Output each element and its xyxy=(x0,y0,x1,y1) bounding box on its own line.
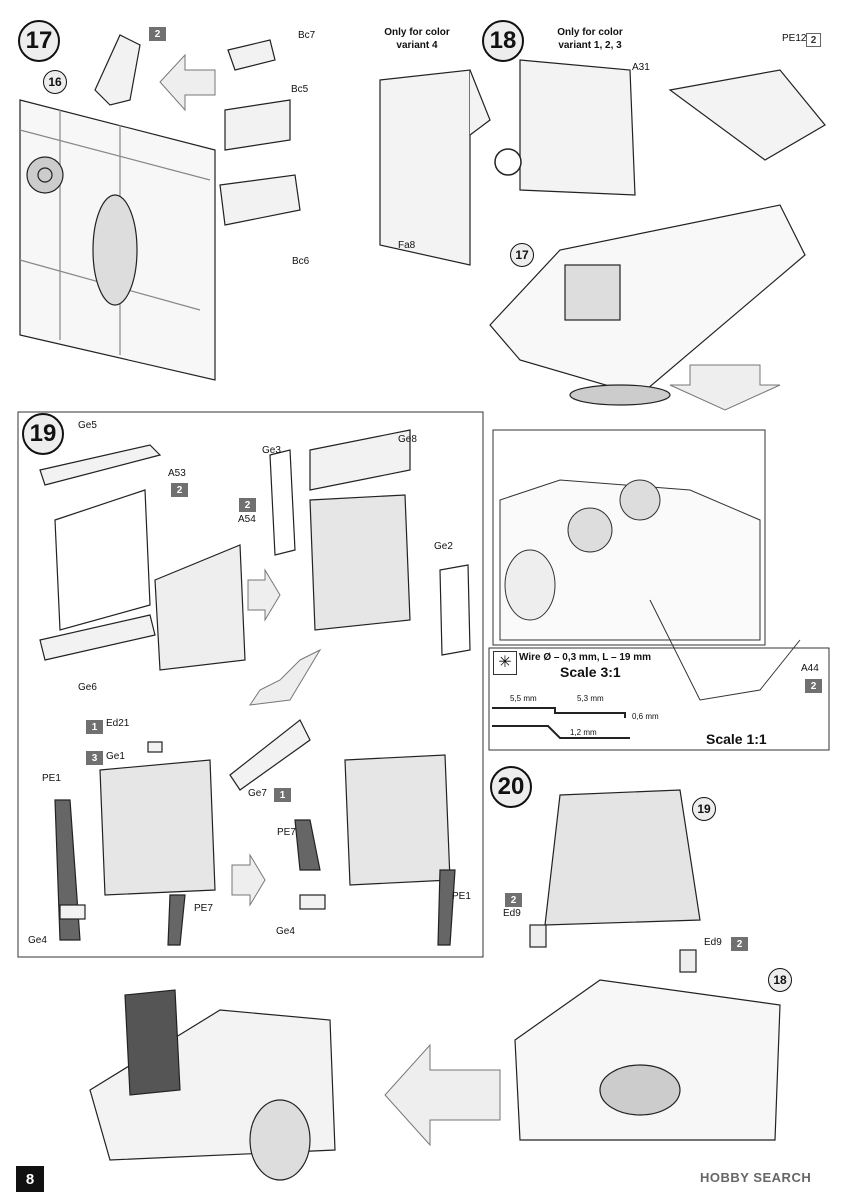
ge1-qty: 3 xyxy=(86,751,103,765)
wire-scale2: Scale 1:1 xyxy=(706,731,767,747)
part-pe7-left: PE7 xyxy=(194,903,213,914)
engine-detail-frame xyxy=(492,429,766,646)
a44-qty: 2 xyxy=(805,679,822,693)
watermark: HOBBY SEARCH xyxy=(700,1170,812,1185)
part-bc5: Bc5 xyxy=(291,84,309,95)
a54-qty: 2 xyxy=(239,498,256,512)
part-a44: A44 xyxy=(801,663,819,674)
part-ge3: Ge3 xyxy=(262,445,281,456)
variant4-note: Only for color variant 4 xyxy=(384,27,450,51)
engine-detail-drawing xyxy=(499,479,801,701)
step19-down-arrow xyxy=(248,648,322,706)
wire-dim3: 0,6 mm xyxy=(632,712,659,721)
ge7-qty: 1 xyxy=(274,788,291,802)
qty-box: 2 xyxy=(149,27,166,41)
part-pe1-right: PE1 xyxy=(452,891,471,902)
final-assembly-drawing xyxy=(89,989,336,1181)
pe12-qty: 2 xyxy=(806,33,821,47)
wire-scale: Scale 3:1 xyxy=(560,664,621,680)
part-ed9-left: Ed9 xyxy=(503,908,521,919)
step-19-badge: 19 xyxy=(22,413,64,455)
down-arrow-18 xyxy=(669,364,781,411)
part-ge4-left: Ge4 xyxy=(28,935,47,946)
part-ge1: Ge1 xyxy=(106,751,125,762)
a53-qty: 2 xyxy=(171,483,188,497)
ed9-right-qty: 2 xyxy=(731,937,748,951)
part-bc7: Bc7 xyxy=(298,30,316,41)
wire-icon: ✳ xyxy=(493,651,517,675)
part-pe7-right: PE7 xyxy=(277,827,296,838)
variant123-note: Only for color variant 1, 2, 3 xyxy=(557,27,623,51)
step-17-badge: 17 xyxy=(18,20,60,62)
step-20-badge: 20 xyxy=(490,766,532,808)
part-a53: A53 xyxy=(168,468,186,479)
step19-right-arrow2 xyxy=(231,853,266,907)
part-ge7: Ge7 xyxy=(248,788,267,799)
part-ge8: Ge8 xyxy=(398,434,417,445)
wire-bend-diagram xyxy=(492,707,630,739)
step17-arrow xyxy=(159,53,216,112)
wire-dim2: 5,3 mm xyxy=(577,694,604,703)
step19-right-arrow xyxy=(247,568,281,622)
wire-title: Wire Ø – 0,3 mm, L – 19 mm xyxy=(519,652,652,663)
part-fa8: Fa8 xyxy=(398,240,416,251)
step-18-badge: 18 xyxy=(482,20,524,62)
page-number: 8 xyxy=(16,1166,44,1192)
part-bc6: Bc6 xyxy=(292,256,310,267)
wire-dim1: 5,5 mm xyxy=(510,694,537,703)
ed9-left-qty: 2 xyxy=(505,893,522,907)
part-pe12: PE12 xyxy=(782,33,807,44)
step19-drawings xyxy=(39,429,471,946)
part-ge6: Ge6 xyxy=(78,682,97,693)
flip-icon xyxy=(494,148,522,176)
part-ge4-right: Ge4 xyxy=(276,926,295,937)
step19-frame xyxy=(17,411,484,958)
ref-19-badge: 19 xyxy=(692,797,716,821)
step20-drawings xyxy=(514,789,781,1141)
step17-chassis-drawing xyxy=(19,99,216,381)
ref-16-badge: 16 xyxy=(43,70,67,94)
step20-left-arrow xyxy=(384,1043,501,1147)
wire-dim4: 1,2 mm xyxy=(570,728,597,737)
part-ed9-right: Ed9 xyxy=(704,937,722,948)
part-a31: A31 xyxy=(632,62,650,73)
step18-drawings xyxy=(379,59,826,406)
part-ed21: Ed21 xyxy=(106,718,130,729)
part-pe1-left: PE1 xyxy=(42,773,61,784)
wire-frame xyxy=(488,647,830,751)
part-ge2: Ge2 xyxy=(434,541,453,552)
part-a54: A54 xyxy=(238,514,256,525)
part-ge5: Ge5 xyxy=(78,420,97,431)
step17-part-drawings xyxy=(94,34,301,226)
ref-17-badge: 17 xyxy=(510,243,534,267)
ed21-qty: 1 xyxy=(86,720,103,734)
ref-18-badge: 18 xyxy=(768,968,792,992)
